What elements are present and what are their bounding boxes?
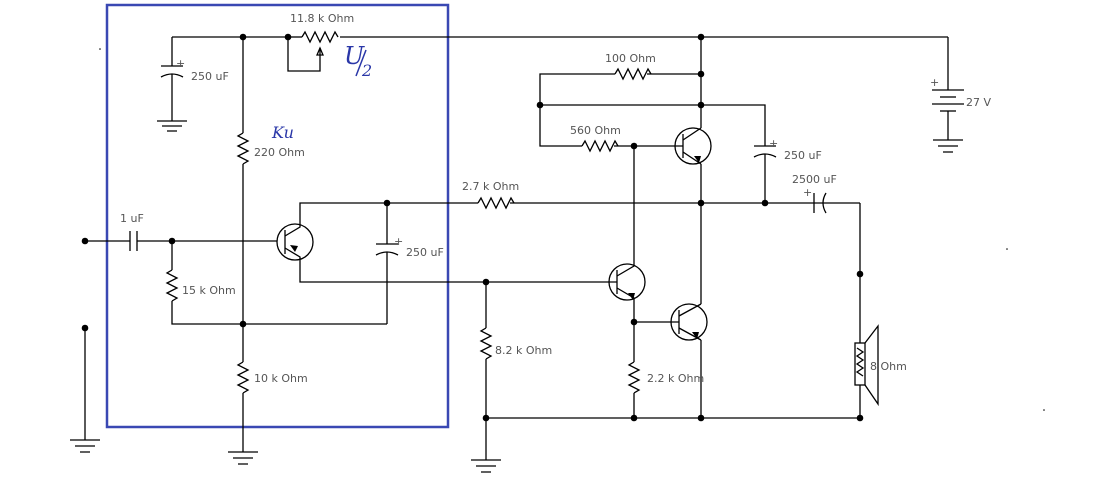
r-15k-label: 15 k Ohm [182,284,236,297]
capacitor-250uf-top-left: + 250 uF [157,37,229,132]
transistor-q2 [674,127,712,165]
r-10k-label: 10 k Ohm [254,372,308,385]
r-8k2-label: 8.2 k Ohm [495,344,552,357]
c-mid-label: 250 uF [406,246,444,259]
stray-mark [99,48,101,50]
resistor-8k2: 8.2 k Ohm [471,282,552,473]
potentiometer-11k8: 11.8 k Ohm [287,12,354,72]
u-half-annotation: U [344,42,365,70]
svg-text:+: + [769,137,778,150]
c-top-left-label: 250 uF [191,70,229,83]
u-half-slash [355,49,367,77]
transistor-q1 [276,202,486,283]
feedback-bus [540,104,766,146]
r-560-label: 560 Ohm [570,124,621,137]
junction-dots [81,33,864,422]
resistor-2k7: 2.7 k Ohm [387,180,860,210]
capacitor-250uf-mid: + 250 uF [375,203,444,324]
input-wiring: 1 uF [70,212,277,453]
c-right-label: 250 uF [784,149,822,162]
battery-27v: + 27 V [930,76,991,153]
u-half-denominator: 2 [361,61,372,80]
highlight-box [105,3,450,429]
stray-mark [1006,248,1008,250]
capacitor-2500uf: + 2500 uF [792,173,861,418]
capacitor-250uf-right: + 250 uF [753,137,822,203]
resistor-10k: 10 k Ohm [228,324,308,465]
battery-label: 27 V [966,96,991,109]
r-220-label: 220 Ohm [254,146,305,159]
speaker-label: 8 Ohm [870,360,907,373]
resistor-15k: 15 k Ohm [165,241,387,325]
resistor-220: 220 Ohm [236,37,305,324]
r-pot-label: 11.8 k Ohm [290,12,354,25]
r-100-label: 100 Ohm [605,52,656,65]
r-2k2-label: 2.2 k Ohm [647,372,704,385]
speaker: 8 Ohm [854,324,907,407]
svg-text:+: + [803,186,812,199]
resistor-560: 560 Ohm [539,105,683,153]
svg-text:+: + [930,76,939,89]
r-2k7-label: 2.7 k Ohm [462,180,519,193]
transistor-q3 [486,146,646,322]
resistor-100: 100 Ohm [539,52,701,105]
resistor-2k2: 2.2 k Ohm [627,322,704,418]
c-in-label: 1 uF [120,212,144,225]
stray-mark [1043,409,1045,411]
c-out-label: 2500 uF [792,173,837,186]
svg-text:+: + [176,57,185,70]
ku-annotation: Ku [271,123,294,142]
transistor-q4 [634,303,708,341]
svg-text:+: + [394,235,403,248]
